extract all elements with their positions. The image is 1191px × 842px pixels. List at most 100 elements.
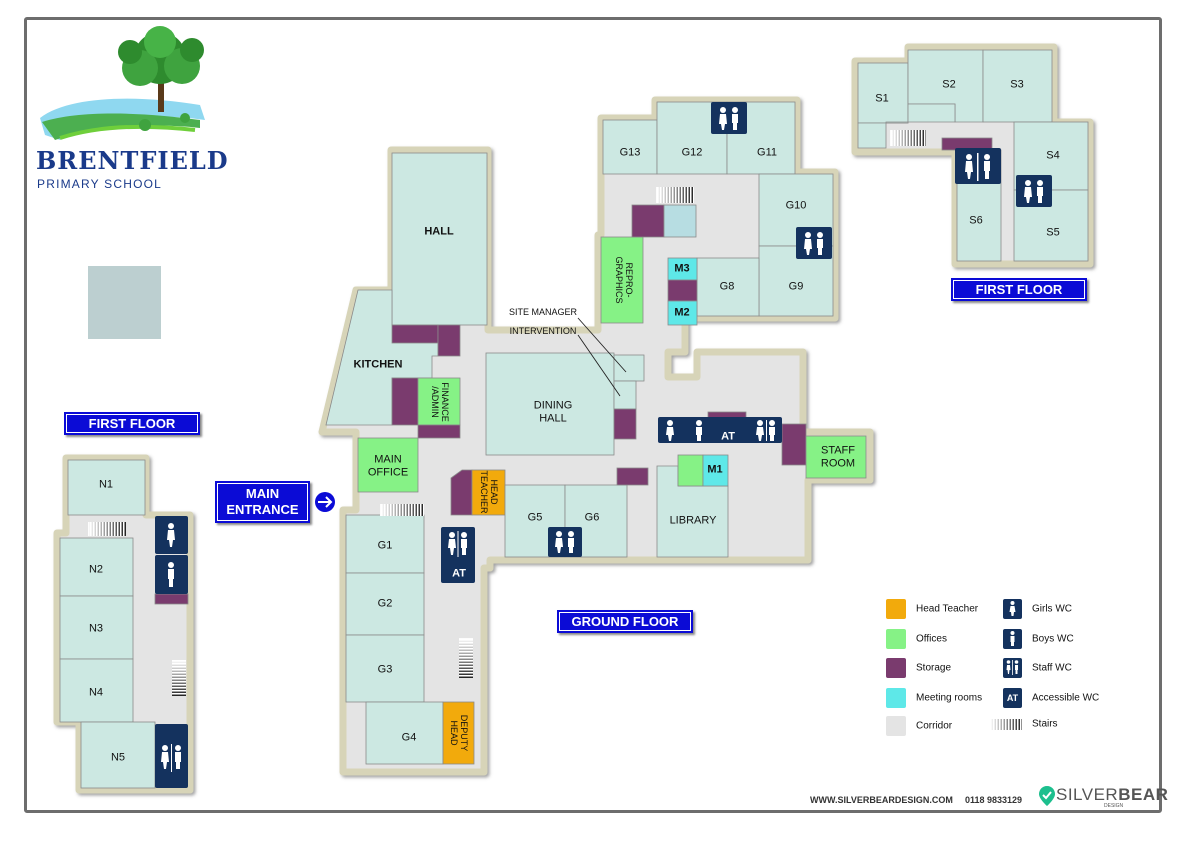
storage-g6	[616, 467, 649, 486]
room-s1	[857, 62, 909, 124]
room-staff-room	[805, 435, 867, 479]
room-deputy-head	[442, 701, 475, 765]
room-s1-lower	[857, 103, 956, 149]
storage-m	[667, 279, 698, 302]
label-s6: S6	[969, 214, 983, 227]
legend-label-staff: Staff WC	[1032, 662, 1072, 674]
storage-hall-2	[437, 324, 461, 357]
legend-label-accessible: Accessible WC	[1032, 692, 1100, 704]
staff-wc-icon	[955, 148, 1001, 184]
ground-floor-rooms	[325, 101, 867, 765]
legend-swatch-offices	[886, 629, 906, 649]
room-g1	[345, 514, 425, 574]
label-g4: G4	[401, 731, 417, 744]
legend-swatch-meeting	[886, 688, 906, 708]
footer-website: WWW.SILVERBEARDESIGN.COM	[810, 795, 953, 805]
staff-wc-icon	[155, 724, 188, 788]
room-n2	[59, 537, 134, 597]
boys-wc-icon	[1003, 629, 1022, 649]
room-s3	[982, 49, 1053, 123]
label-s5: S5	[1046, 226, 1060, 239]
storage-hall-1	[391, 324, 439, 344]
footer-brand: SILVERBEAR	[1056, 785, 1168, 805]
label-g5: G5	[527, 511, 543, 524]
room-small-blue	[663, 204, 697, 238]
staff-wc-icon	[1003, 658, 1022, 678]
label-hall: HALL	[424, 225, 454, 238]
storage-n	[154, 593, 189, 605]
legend-swatch-storage	[886, 658, 906, 678]
legend-swatch-head	[886, 599, 906, 619]
label-n3: N3	[88, 622, 104, 635]
brand-design: DESIGN	[1104, 803, 1124, 809]
main-entrance-line1: MAIN	[245, 486, 280, 502]
room-g3	[345, 634, 425, 703]
label-g2: G2	[377, 597, 393, 610]
label-reprographics: REPRO- GRAPHICS	[614, 256, 634, 304]
room-n1	[67, 459, 146, 516]
main-entrance-tag: MAIN ENTRANCE	[215, 481, 310, 523]
storage-dining	[613, 408, 637, 440]
label-n4: N4	[88, 686, 104, 699]
label-intervention: INTERVENTION	[509, 325, 577, 336]
label-s3: S3	[1010, 78, 1024, 91]
first-floor-top-tag: FIRST FLOOR	[951, 278, 1087, 301]
school-subtitle: PRIMARY SCHOOL	[37, 177, 163, 191]
room-n5	[80, 721, 156, 789]
label-g9: G9	[788, 280, 804, 293]
label-m2: M2	[674, 306, 690, 319]
storage-finance	[417, 424, 461, 439]
brand-silver: SILVER	[1056, 785, 1119, 804]
room-kitchen	[325, 289, 439, 426]
legend-label-boys: Boys WC	[1032, 633, 1074, 645]
room-office-library	[677, 454, 704, 487]
first-floor-left-rooms	[59, 459, 189, 789]
stairs-group	[380, 187, 694, 678]
label-n5: N5	[110, 751, 126, 764]
label-s2: S2	[942, 78, 956, 91]
room-n4	[59, 658, 134, 723]
location-pin-icon	[1039, 786, 1055, 806]
room-m1	[702, 454, 729, 487]
label-g11: G11	[757, 146, 777, 159]
legend-swatch-corridor	[886, 716, 906, 736]
accessible-wc-block	[441, 527, 475, 583]
label-s4: S4	[1046, 149, 1060, 162]
label-n2: N2	[88, 563, 104, 576]
storage-staff	[781, 423, 807, 466]
room-n3	[59, 595, 134, 660]
main-entrance-line2: ENTRANCE	[226, 502, 299, 517]
legend-label-girls: Girls WC	[1032, 603, 1072, 615]
staff-wc-icon	[796, 227, 832, 259]
label-g6: G6	[584, 511, 600, 524]
boys-wc-icon	[155, 555, 188, 594]
label-g3: G3	[377, 663, 393, 676]
storage-g13	[631, 204, 665, 238]
label-g1: G1	[377, 539, 393, 552]
room-main-office	[357, 437, 419, 493]
staff-wc-icon	[548, 527, 582, 557]
brand-bear: BEAR	[1118, 785, 1169, 804]
room-g8	[696, 257, 760, 317]
pointer-arrows	[577, 317, 627, 397]
label-library: LIBRARY	[669, 514, 717, 527]
legend-label-stairs: Stairs	[1032, 718, 1058, 730]
school-logo-icon	[40, 26, 205, 140]
room-dining-hall	[485, 352, 615, 456]
school-name: BRENTFIELD	[36, 146, 229, 175]
ground-wc-block	[658, 417, 782, 443]
legend-label-meeting: Meeting rooms	[916, 692, 983, 704]
label-staff-room: STAFF ROOM	[820, 444, 856, 469]
label-g13: G13	[619, 146, 641, 159]
girls-wc-icon	[1003, 599, 1022, 619]
room-head-teacher	[471, 469, 506, 516]
storage-head	[450, 469, 473, 516]
storage-kitchen	[391, 377, 419, 426]
legend-label-corridor: Corridor	[916, 720, 953, 732]
label-g12: G12	[681, 146, 703, 159]
label-s1: S1	[875, 92, 889, 105]
room-reprographics	[600, 236, 644, 324]
label-n1: N1	[98, 478, 114, 491]
ground-floor-tag: GROUND FLOOR	[557, 610, 693, 633]
staff-wc-icon	[711, 102, 747, 134]
